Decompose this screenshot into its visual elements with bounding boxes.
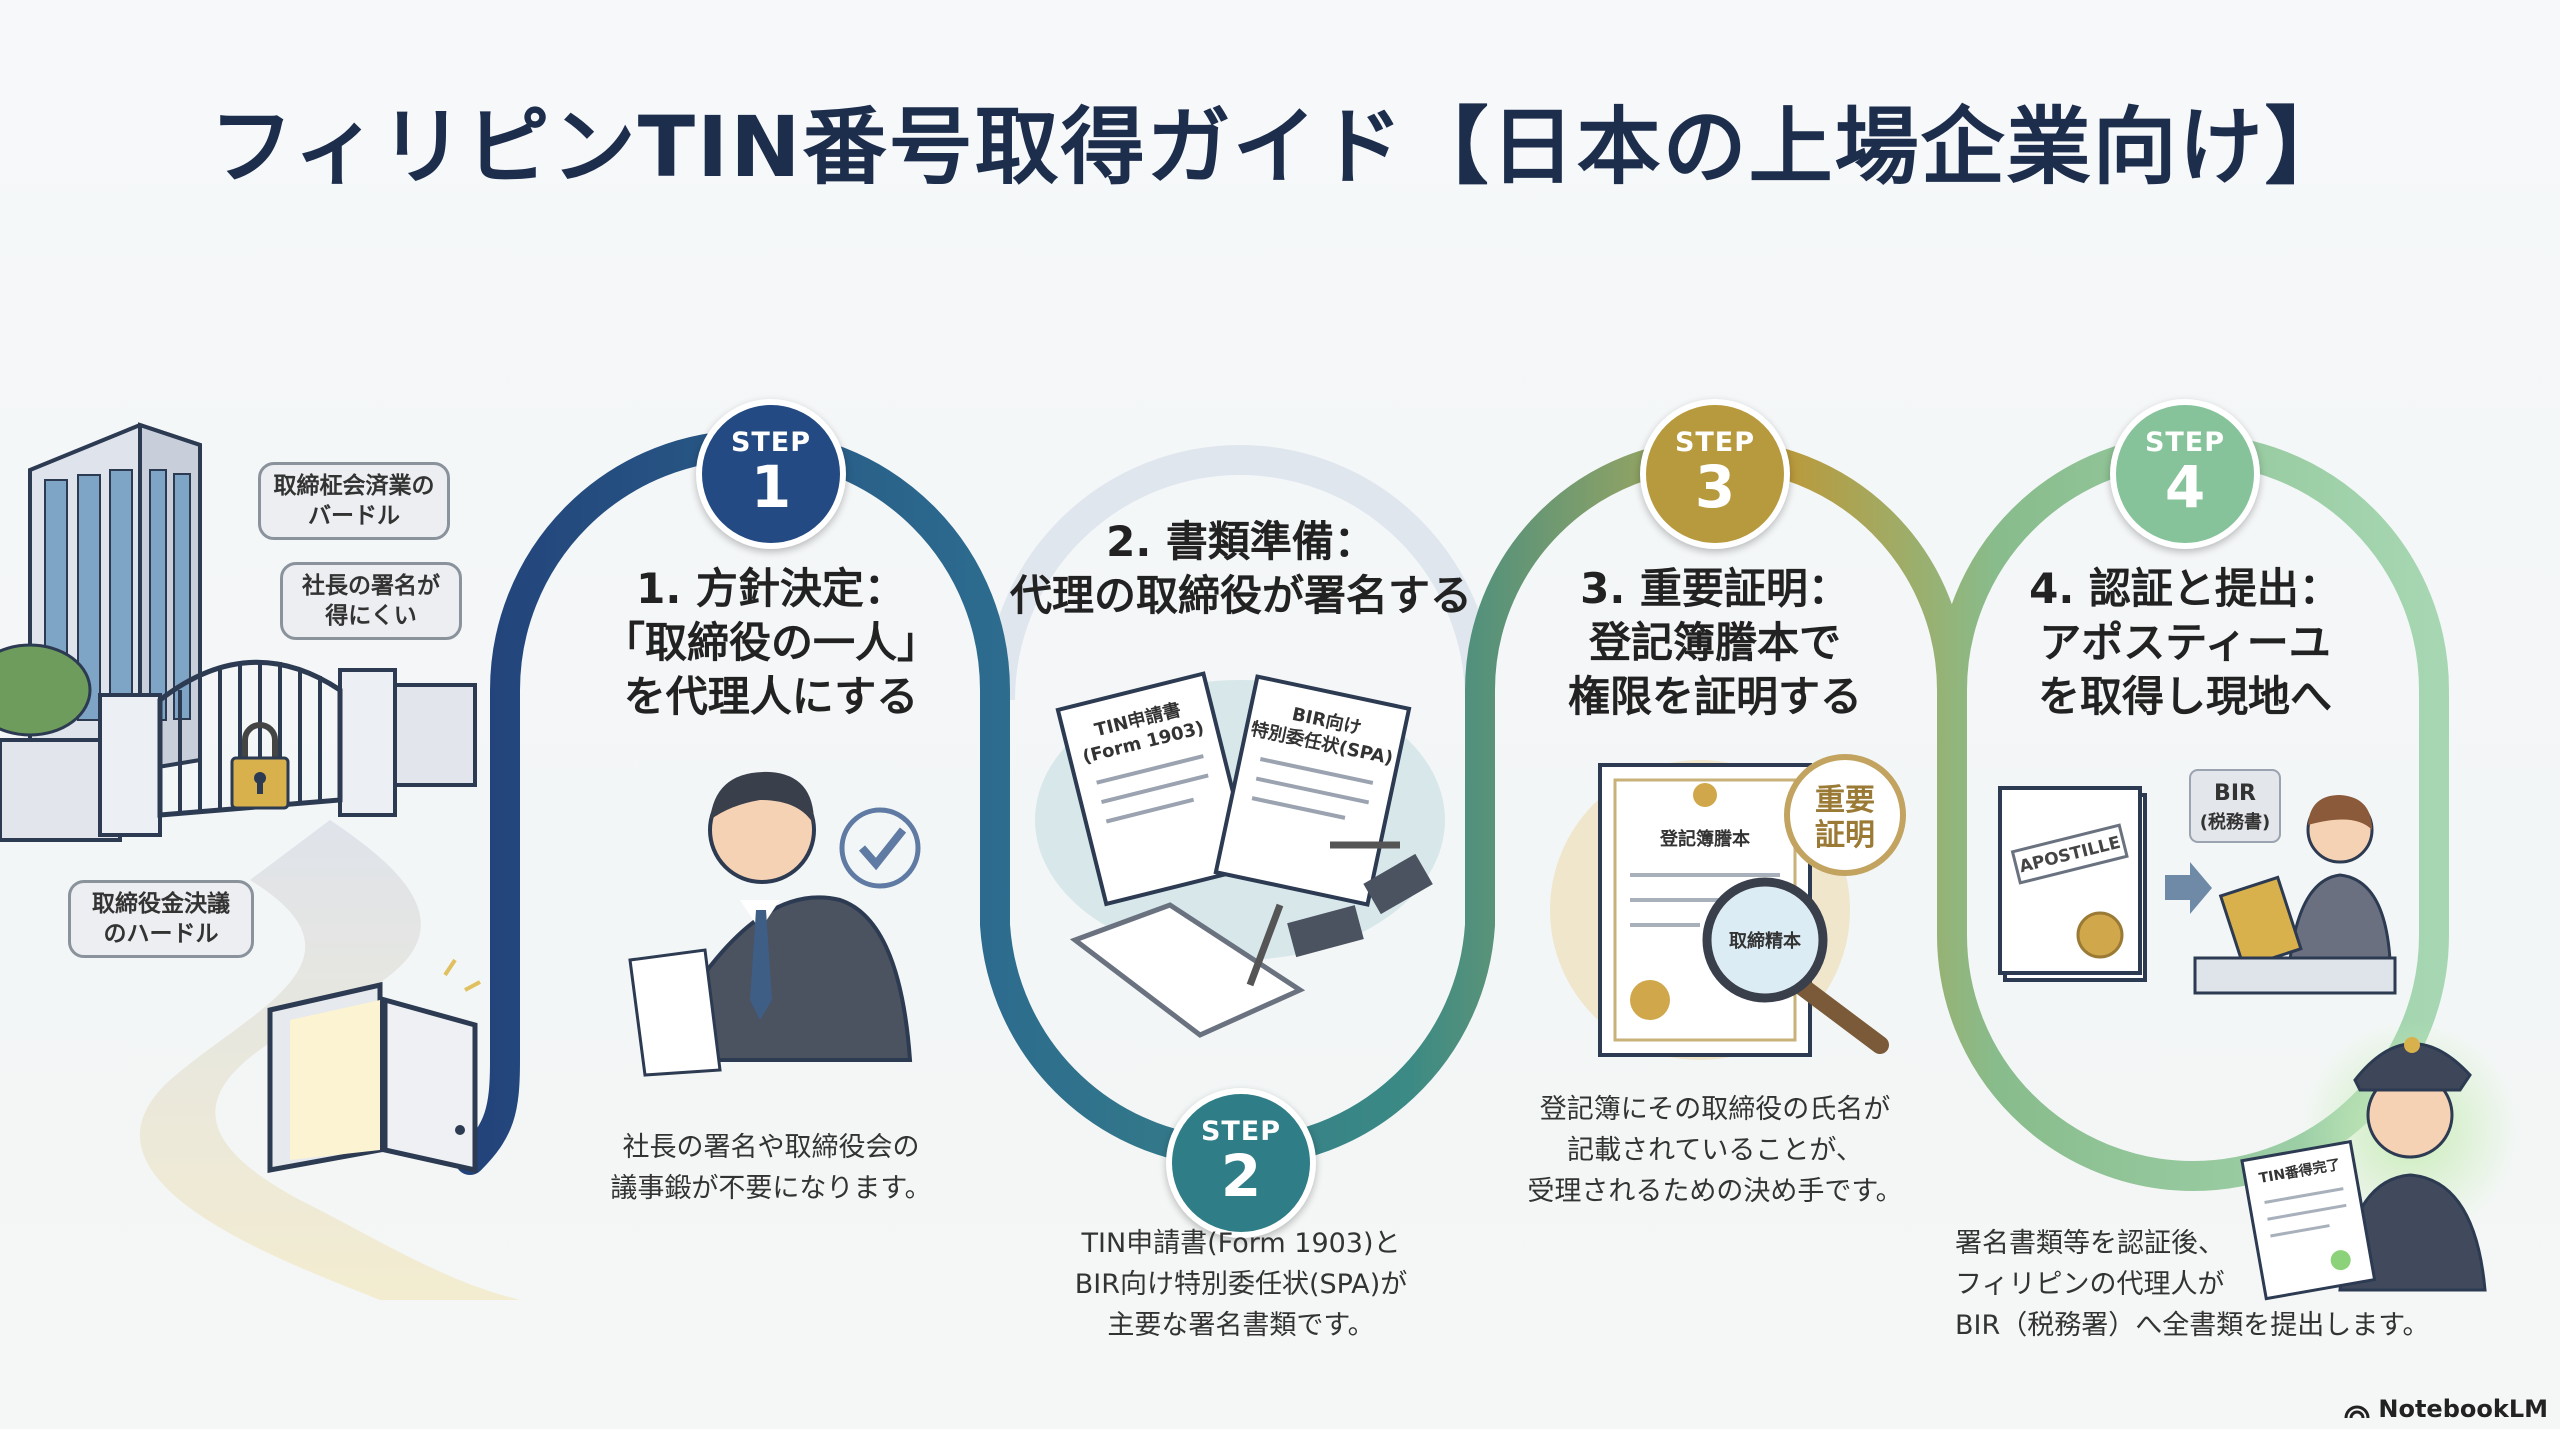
bubble-line: 取締役金決議 — [92, 891, 230, 917]
desc-line: 社長の署名や取締役会の — [622, 1132, 920, 1163]
bubble-line: のハードル — [103, 921, 219, 947]
desc-line: TIN申請書(Form 1903)と — [1081, 1228, 1401, 1259]
doc-label-magnified: 取締精本 — [1729, 930, 1801, 952]
brand-name: NotebookLM — [2378, 1395, 2548, 1423]
step-2-description: TIN申請書(Form 1903)と BIR向け特別委任状(SPA)が 主要な署… — [961, 1223, 1521, 1346]
bubble-line: バードル — [308, 503, 400, 529]
bubble-line: 取締柾会済業の — [273, 473, 435, 499]
gate-icon — [0, 659, 477, 842]
desc-line: 受理されるための決め手です。 — [1527, 1176, 1903, 1207]
title-line: を取得し現地へ — [2037, 672, 2332, 721]
padlock-icon — [230, 722, 290, 810]
desc-line: BIR向け特別委任状(SPA)が — [1074, 1269, 1408, 1300]
title-line: 「取締役の一人」 — [602, 618, 939, 667]
badge-number: 1 — [750, 453, 792, 521]
speech-bubble-hurdle-1: 取締柾会済業の バードル — [258, 462, 450, 540]
desc-line: 登記簿にその取締役の氏名が — [1539, 1094, 1891, 1125]
speech-bubble-president-signature: 社長の署名が 得にくい — [280, 562, 462, 640]
road — [139, 820, 520, 1300]
title-line: 権限を証明する — [1567, 672, 1862, 721]
title-line: 登記簿謄本で — [1588, 618, 1841, 667]
title-line: 2. 書類準備： — [1106, 517, 1376, 566]
title-line: を代理人にする — [623, 672, 919, 721]
notebooklm-logo: NotebookLM — [2344, 1395, 2548, 1423]
badge-label: STEP — [2144, 427, 2226, 458]
badge-number: 2 — [1220, 1142, 1262, 1210]
desc-line: 議事鍛が不要になります。 — [610, 1173, 932, 1204]
badge-label: STEP — [730, 427, 812, 458]
process-path — [455, 430, 2449, 1191]
badge-number: 3 — [1694, 453, 1736, 521]
speech-bubble-board-resolution: 取締役金決議 のハードル — [68, 880, 254, 958]
step-1-title: 1. 方針決定： 「取締役の一人」 を代理人にする — [511, 562, 1031, 724]
path-loop-2-top — [985, 445, 1495, 701]
desc-line: 署名書類等を認証後、 — [1955, 1228, 2225, 1259]
title-line: 1. 方針決定： — [636, 564, 906, 613]
doc-label-registry: 登記簿謄本 — [1659, 828, 1750, 850]
title-line: アポスティーユ — [2039, 618, 2331, 667]
badge-label: STEP — [1674, 427, 1756, 458]
arrow-right-icon — [2165, 862, 2212, 914]
open-door-icon — [267, 958, 481, 1174]
bubble-line: 社長の署名が — [302, 573, 440, 599]
tree-icon — [0, 643, 92, 737]
apostille-document-icon: APOSTILLE — [1998, 786, 2147, 982]
desc-line: BIR（税務署）へ全書類を提出します。 — [1955, 1310, 2430, 1341]
signing-documents-icon: TIN申請書 (Form 1903) BIR向け 特別委任状(SPA) — [1035, 671, 1445, 1038]
title-line: 4. 認証と提出： — [2029, 564, 2341, 613]
step-1-description: 社長の署名や取締役会の 議事鍛が不要になります。 — [491, 1127, 1051, 1209]
step-4-title: 4. 認証と提出： アポスティーユ を取得し現地へ — [1925, 562, 2445, 724]
title-line: 代理の取締役が署名する — [1009, 571, 1472, 620]
businessman-icon — [628, 771, 921, 1077]
step-4-description: 署名書類等を認証後、 フィリピンの代理人が BIR（税務署）へ全書類を提出します… — [1955, 1223, 2515, 1346]
seal-label-proof: 証明 — [1815, 818, 1875, 853]
notebooklm-icon — [2344, 1405, 2370, 1419]
tax-office-clerk-icon: BIR (税務書) — [2189, 769, 2397, 995]
desc-line: 主要な署名書類です。 — [1107, 1310, 1375, 1341]
certificate-magnifier-icon: 登記簿謄本 取締精本 重要 証明 — [1550, 754, 1906, 1060]
bubble-line: 得にくい — [325, 603, 417, 629]
badge-number: 4 — [2164, 453, 2206, 521]
page-title: フィリピンTIN番号取得ガイド【日本の上場企業向け】 — [209, 98, 2351, 196]
step-3-description: 登記簿にその取締役の氏名が 記載されていることが、 受理されるための決め手です。 — [1435, 1089, 1995, 1212]
desc-line: フィリピンの代理人が — [1955, 1269, 2225, 1300]
step-3-title: 3. 重要証明： 登記簿謄本で 権限を証明する — [1455, 562, 1975, 724]
seal-label-important: 重要 — [1815, 783, 1875, 818]
title-line: 3. 重要証明： — [1580, 564, 1850, 613]
desc-line: 記載されていることが、 — [1567, 1135, 1863, 1166]
speech-label-bir: BIR — [2214, 781, 2256, 806]
step-2-title: 2. 書類準備： 代理の取締役が署名する — [981, 515, 1501, 623]
officer-with-tin-certificate-icon: TIN番得完了 — [2240, 1037, 2487, 1301]
badge-label: STEP — [1200, 1116, 1282, 1147]
speech-label-tax-office: (税務書) — [2200, 811, 2270, 833]
